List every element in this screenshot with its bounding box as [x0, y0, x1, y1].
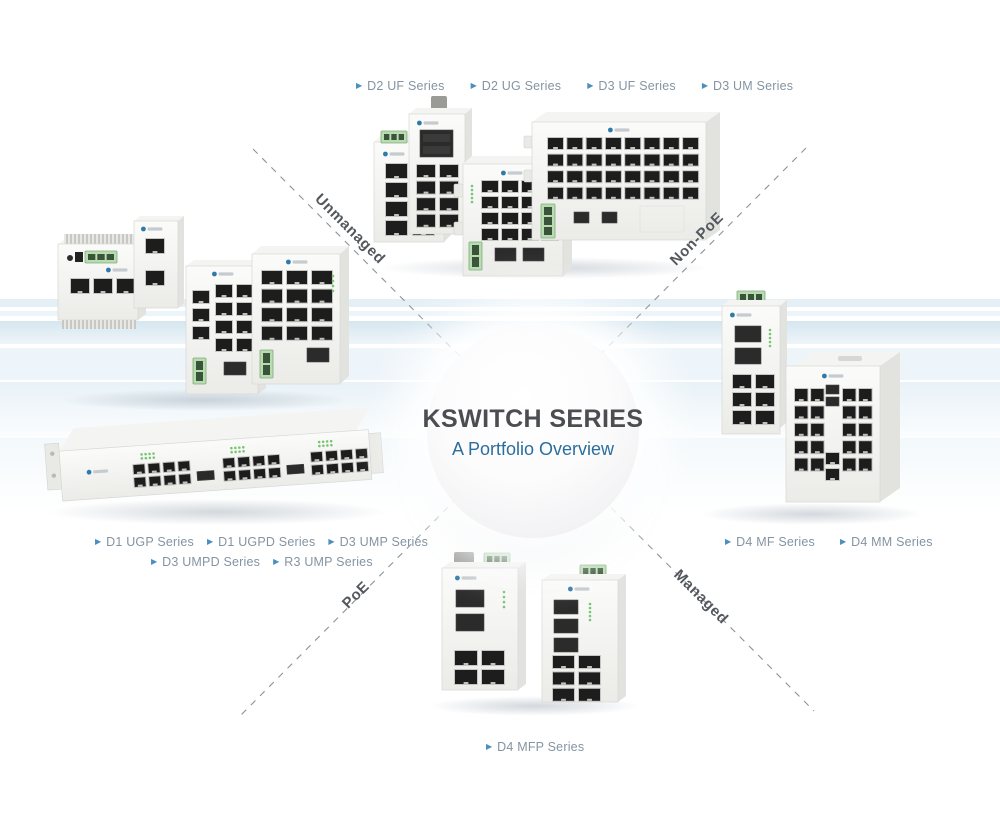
- series-label-text: D2 UF Series: [367, 79, 445, 93]
- diagonal-dashed-line-nw-se: [252, 148, 815, 712]
- triangle-arrow-icon: ▶: [470, 81, 477, 90]
- diagonal-dashed-line-ne-sw: [237, 147, 807, 719]
- series-label-d2-ug[interactable]: ▶ D2 UG Series: [471, 79, 562, 93]
- series-label-d1-ugp[interactable]: ▶ D1 UGP Series: [95, 535, 194, 549]
- triangle-arrow-icon: ▶: [587, 81, 594, 90]
- series-label-text: D3 UMPD Series: [162, 555, 261, 569]
- series-label-text: D3 UMP Series: [339, 535, 429, 549]
- series-label-d2-uf[interactable]: ▶ D2 UF Series: [356, 79, 445, 93]
- triangle-arrow-icon: ▶: [839, 537, 847, 546]
- triangle-arrow-icon: ▶: [725, 537, 732, 546]
- triangle-arrow-icon: ▶: [206, 537, 214, 546]
- series-labels-left-row1: ▶ D1 UGP Series ▶ D1 UGPD Series ▶ D3 UM…: [95, 535, 428, 549]
- series-label-text: D4 MFP Series: [497, 740, 585, 754]
- triangle-arrow-icon: ▶: [328, 537, 335, 546]
- device-d2-ug-switch: [408, 96, 472, 235]
- device-d4-mf-switch: [721, 290, 787, 435]
- series-label-d3-umpd[interactable]: ▶ D3 UMPD Series: [151, 555, 260, 569]
- device-d4-mfp-switch-a: [441, 552, 526, 691]
- device-shadow: [60, 389, 350, 411]
- series-label-text: R3 UMP Series: [284, 555, 373, 569]
- series-label-d3-um[interactable]: ▶ D3 UM Series: [702, 79, 793, 93]
- series-label-text: D1 UGP Series: [106, 535, 194, 549]
- device-d1-ugpd-two-port: [133, 216, 184, 309]
- series-label-text: D2 UG Series: [481, 79, 562, 93]
- portfolio-subtitle: A Portfolio Overview: [451, 438, 615, 459]
- triangle-arrow-icon: ▶: [356, 81, 363, 90]
- device-d4-mm-switch: [785, 352, 900, 503]
- triangle-arrow-icon: ▶: [95, 537, 102, 546]
- series-labels-top: ▶ D2 UF Series ▶ D2 UG Series ▶ D3 UF Se…: [356, 79, 793, 93]
- series-label-text: D3 UM Series: [712, 79, 794, 93]
- triangle-arrow-icon: ▶: [151, 557, 158, 566]
- series-label-d4-mfp[interactable]: ▶ D4 MFP Series: [486, 740, 584, 754]
- triangle-arrow-icon: ▶: [701, 81, 708, 90]
- series-label-d4-mf[interactable]: ▶ D4 MF Series: [725, 535, 815, 549]
- device-r3-ump-rackmount: [44, 407, 384, 502]
- device-d3-umpd-switch: [251, 246, 349, 385]
- portfolio-title: KSWITCH SERIES: [422, 404, 644, 433]
- triangle-arrow-icon: ▶: [273, 557, 280, 566]
- device-d1-ugp-converter: [57, 234, 146, 329]
- device-d3-um-switch: [523, 112, 720, 241]
- series-label-text: D1 UGPD Series: [218, 535, 316, 549]
- series-label-d4-mm[interactable]: ▶ D4 MM Series: [840, 535, 933, 549]
- series-label-text: D4 MF Series: [736, 535, 815, 549]
- triangle-arrow-icon: ▶: [486, 742, 493, 751]
- series-label-text: D3 UF Series: [598, 79, 676, 93]
- series-label-r3-ump[interactable]: ▶ R3 UMP Series: [273, 555, 373, 569]
- series-labels-right: ▶ D4 MF Series ▶ D4 MM Series: [725, 535, 933, 549]
- device-shadow: [700, 503, 924, 525]
- series-label-d3-uf[interactable]: ▶ D3 UF Series: [587, 79, 676, 93]
- series-label-text: D4 MM Series: [851, 535, 933, 549]
- series-label-d1-ugpd[interactable]: ▶ D1 UGPD Series: [207, 535, 315, 549]
- device-shadow: [48, 499, 388, 525]
- series-labels-left-row2: ▶ D3 UMPD Series ▶ R3 UMP Series: [151, 555, 373, 569]
- device-d4-mfp-switch-b: [541, 564, 626, 703]
- center-circle: KSWITCH SERIES A Portfolio Overview: [423, 326, 643, 538]
- series-label-d3-ump[interactable]: ▶ D3 UMP Series: [328, 535, 428, 549]
- series-labels-bottom: ▶ D4 MFP Series: [486, 740, 584, 754]
